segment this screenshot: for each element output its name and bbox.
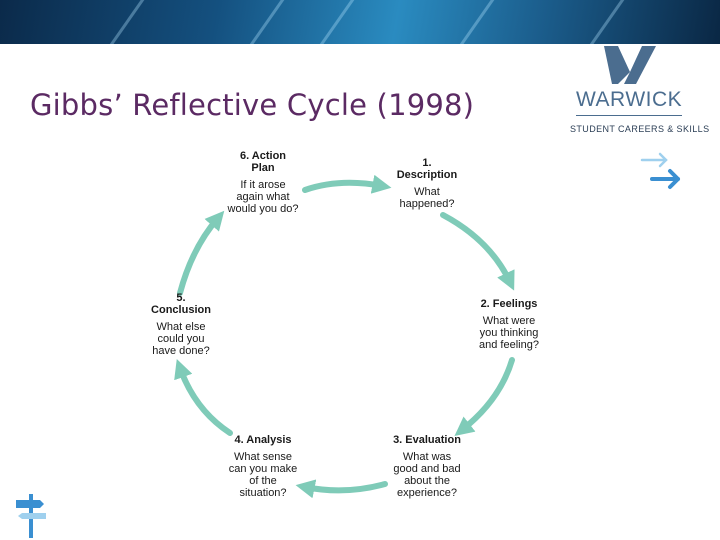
stage-heading: 2. Feelings: [466, 298, 552, 310]
stage-question: What happened?: [380, 186, 474, 210]
arrow-analysis-to-conclusion: [180, 368, 230, 433]
stage-feelings: 2. Feelings What were you thinking and f…: [466, 298, 552, 351]
stage-question: If it arose again what would you do?: [218, 179, 308, 215]
stage-heading: 1. Description: [380, 157, 474, 181]
arrow-description-to-feelings: [443, 215, 510, 282]
stage-question: What else could you have done?: [138, 321, 224, 357]
arrow-action-to-description: [305, 183, 382, 190]
stage-evaluation: 3. Evaluation What was good and bad abou…: [380, 434, 474, 499]
arrow-feelings-to-evaluation: [462, 360, 512, 430]
arrow-conclusion-to-action: [180, 218, 218, 293]
stage-heading: 5. Conclusion: [138, 292, 224, 316]
stage-description: 1. Description What happened?: [380, 157, 474, 210]
stage-question: What was good and bad about the experien…: [380, 451, 474, 499]
stage-heading: 6. Action Plan: [218, 150, 308, 174]
stage-heading: 4. Analysis: [218, 434, 308, 446]
stage-analysis: 4. Analysis What sense can you make of t…: [218, 434, 308, 499]
stage-action-plan: 6. Action Plan If it arose again what wo…: [218, 150, 308, 215]
stage-heading: 3. Evaluation: [380, 434, 474, 446]
stage-conclusion: 5. Conclusion What else could you have d…: [138, 292, 224, 357]
stage-question: What were you thinking and feeling?: [466, 315, 552, 351]
stage-question: What sense can you make of the situation…: [218, 451, 308, 499]
arrow-evaluation-to-analysis: [305, 484, 385, 490]
